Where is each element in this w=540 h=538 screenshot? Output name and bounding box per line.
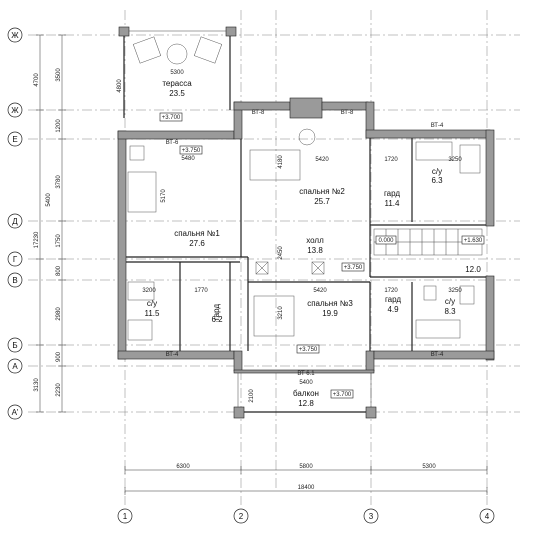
- row-label: Д: [12, 217, 18, 226]
- dim-balcony-h: 2100: [249, 389, 255, 403]
- row-label: Ж: [11, 31, 19, 40]
- dim-bottom-1: 6300: [176, 464, 190, 470]
- row-label: Е: [12, 135, 17, 144]
- dim-inner-8: 2230: [56, 383, 62, 397]
- dim-left-1: 4700: [34, 73, 40, 87]
- room-area-closet-left: 6.2: [211, 315, 223, 324]
- dim-bed3-h: 3210: [278, 306, 284, 320]
- dim-bath-right-w: 3250: [448, 288, 462, 294]
- interior-dimensions: 5300 4800 5480 5170 5420 4180 1720 3250 …: [117, 70, 462, 403]
- dim-inner-1: 3500: [56, 68, 62, 82]
- tag-vt4-bottom-right: ВТ-4: [431, 352, 444, 358]
- level-hall: +3.750: [344, 265, 363, 271]
- row-label: Г: [13, 255, 18, 264]
- room-labels: терасса 23.5 спальня №2 25.7 спальня №1 …: [145, 79, 482, 408]
- dim-inner-3: 3780: [56, 175, 62, 189]
- row-label: А': [12, 408, 19, 417]
- dim-bed3-w: 5420: [313, 288, 327, 294]
- left-dimensions: 4700 17230 5400 3130 3500 1200 3780 1750…: [34, 34, 66, 413]
- level-bed1: +3.750: [182, 148, 201, 154]
- room-name-closet-right: гард: [385, 295, 401, 304]
- level-stair-right: +1.630: [464, 238, 483, 244]
- dim-left-4: 3130: [34, 378, 40, 392]
- dim-inner-5: 800: [56, 265, 62, 276]
- dim-closet-left-w: 1770: [194, 288, 208, 294]
- room-area-bedroom-3: 19.9: [322, 309, 338, 318]
- dim-bottom-2: 5800: [299, 464, 313, 470]
- room-area-hall: 13.8: [307, 246, 323, 255]
- tag-vt61: ВТ 6.1: [297, 371, 315, 377]
- dim-inner-6: 2980: [56, 307, 62, 321]
- col-label: 3: [369, 512, 374, 521]
- column-axis-markers: 1 2 3 4: [117, 508, 495, 524]
- dim-inner-2: 1200: [56, 119, 62, 133]
- tag-vt8-left: ВТ-8: [252, 110, 265, 116]
- tag-vt4-top: ВТ-4: [431, 123, 444, 129]
- dim-terrace-w: 5300: [170, 70, 184, 76]
- dim-left-3: 5400: [46, 193, 52, 207]
- room-area-balcony: 12.8: [298, 399, 314, 408]
- col-label: 4: [485, 512, 490, 521]
- col-label: 2: [239, 512, 244, 521]
- dim-bottom-3: 5300: [422, 464, 436, 470]
- row-axis-markers: Ж Ж Е Д Г В Б А А': [7, 27, 23, 420]
- terrace-zone: [118, 26, 237, 118]
- room-area-closet-top: 11.4: [385, 199, 401, 208]
- room-name-balcony: балкон: [293, 389, 319, 398]
- row-label: Б: [12, 341, 17, 350]
- tag-vt4-bottom-left: ВТ-4: [166, 352, 179, 358]
- room-name-closet-top: гард: [384, 189, 400, 198]
- col-label: 1: [123, 512, 128, 521]
- room-area-terrace: 23.5: [169, 89, 185, 98]
- room-name-bath-top: с/у: [432, 167, 442, 176]
- furniture: [127, 128, 481, 341]
- row-label: А: [12, 362, 18, 371]
- window-tags: ВТ-8 ВТ-8 ВТ-4 ВТ-6 ВТ-4 ВТ-4 ВТ 6.1: [166, 110, 444, 377]
- room-area-bedroom-2: 25.7: [314, 197, 330, 206]
- room-name-bedroom-2: спальня №2: [299, 187, 345, 196]
- level-terrace: +3.700: [162, 115, 181, 121]
- dim-left-2: 17230: [34, 231, 40, 248]
- exterior-walls: [117, 97, 495, 419]
- room-name-bath-right: с/у: [445, 297, 455, 306]
- room-name-bedroom-3: спальня №3: [307, 299, 353, 308]
- dim-bed2-w: 5420: [315, 157, 329, 163]
- row-label: Ж: [11, 106, 19, 115]
- tag-vt6: ВТ-6: [166, 140, 179, 146]
- room-area-bath-top: 6.3: [431, 176, 443, 185]
- dim-inner-7: 900: [56, 351, 62, 362]
- level-balcony: +3.700: [333, 392, 352, 398]
- level-bed3: +3.750: [299, 347, 318, 353]
- room-name-bedroom-1: спальня №1: [174, 229, 220, 238]
- level-stair-left: 0.000: [378, 238, 394, 244]
- bottom-dimensions: 6300 5800 5300 18400: [124, 464, 488, 495]
- dim-bed2-h: 4180: [278, 155, 284, 169]
- interior-walls: [126, 138, 486, 351]
- room-area-bath-right: 8.3: [444, 307, 456, 316]
- room-name-terrace: терасса: [162, 79, 192, 88]
- room-area-bath-left: 11.5: [145, 309, 161, 318]
- room-area-stair: 12.0: [465, 265, 481, 274]
- level-marks: +3.700 +3.750 +3.750 +3.750 +3.700 0.000…: [159, 112, 485, 399]
- room-name-bath-left: с/у: [147, 299, 157, 308]
- dim-top-bath-w: 3250: [448, 157, 462, 163]
- dim-bed1-w: 5480: [181, 156, 195, 162]
- row-label: В: [12, 276, 17, 285]
- dim-top-closet-w: 1720: [384, 157, 398, 163]
- dim-balcony-w: 5400: [299, 380, 313, 386]
- room-area-bedroom-1: 27.6: [189, 239, 205, 248]
- dim-bath-left-w: 3200: [142, 288, 156, 294]
- grid-lines: [28, 10, 520, 505]
- dim-terrace-h: 4800: [117, 79, 123, 93]
- dim-closet-right-w: 1720: [384, 288, 398, 294]
- room-name-hall: холл: [306, 236, 324, 245]
- room-area-closet-right: 4.9: [387, 305, 399, 314]
- tag-vt8-right: ВТ-8: [341, 110, 354, 116]
- dim-bottom-total: 18400: [298, 485, 315, 491]
- room-name-closet-left: гард: [212, 304, 221, 320]
- dim-bed1-h: 5170: [161, 189, 167, 203]
- dim-hall-h: 2450: [278, 246, 284, 260]
- dim-inner-4: 1750: [56, 234, 62, 248]
